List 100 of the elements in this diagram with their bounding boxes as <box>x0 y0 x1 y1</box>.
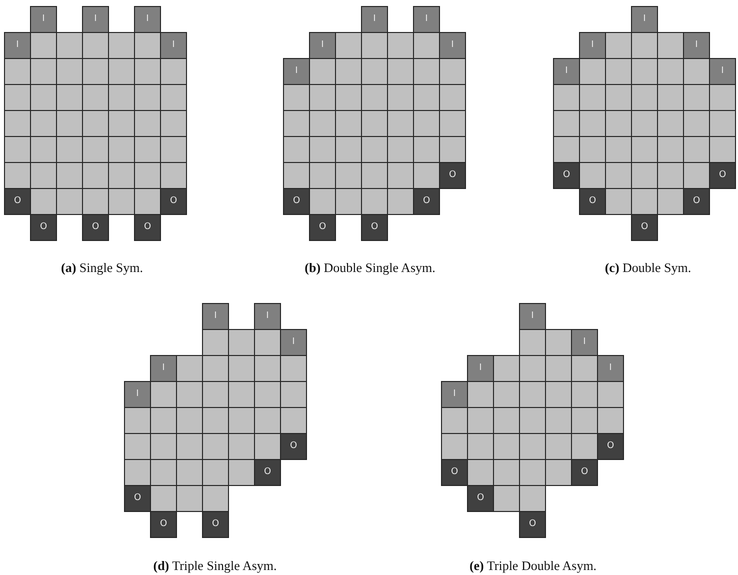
tile <box>387 32 414 59</box>
tile <box>335 136 362 163</box>
tile <box>150 459 177 486</box>
tile <box>56 136 83 163</box>
tile <box>683 162 710 189</box>
tile <box>605 188 632 215</box>
tile <box>160 136 187 163</box>
tile <box>553 84 580 111</box>
tile <box>683 110 710 137</box>
tile <box>571 381 598 408</box>
tile <box>309 162 336 189</box>
tile <box>657 32 684 59</box>
tile <box>657 110 684 137</box>
tile <box>283 136 310 163</box>
tile <box>519 329 546 356</box>
tile <box>309 84 336 111</box>
tile <box>134 162 161 189</box>
tile <box>56 84 83 111</box>
tile <box>108 136 135 163</box>
output-tile: O <box>124 485 151 512</box>
output-tile: O <box>134 214 161 241</box>
tile <box>30 58 57 85</box>
tile <box>160 110 187 137</box>
tile <box>657 84 684 111</box>
tile <box>413 32 440 59</box>
tile <box>82 162 109 189</box>
input-tile: I <box>4 32 31 59</box>
tile <box>631 110 658 137</box>
tile <box>228 355 255 382</box>
tile <box>134 58 161 85</box>
tile <box>571 355 598 382</box>
tile <box>30 110 57 137</box>
output-tile: O <box>631 214 658 241</box>
tile <box>605 32 632 59</box>
output-tile: O <box>439 162 466 189</box>
tile <box>160 58 187 85</box>
tile <box>387 110 414 137</box>
tile <box>493 355 520 382</box>
input-tile: I <box>439 32 466 59</box>
tile <box>579 58 606 85</box>
tile <box>176 459 203 486</box>
output-tile: O <box>283 188 310 215</box>
tile <box>519 355 546 382</box>
tile <box>202 433 229 460</box>
tile <box>124 459 151 486</box>
input-tile: I <box>309 32 336 59</box>
tile <box>387 58 414 85</box>
tile <box>605 136 632 163</box>
tile <box>361 162 388 189</box>
tile <box>309 110 336 137</box>
tile <box>4 110 31 137</box>
tile <box>579 110 606 137</box>
output-tile: O <box>441 459 468 486</box>
input-tile: I <box>30 6 57 33</box>
tile <box>335 32 362 59</box>
output-tile: O <box>519 511 546 538</box>
tile <box>309 58 336 85</box>
tile <box>605 110 632 137</box>
tile <box>108 84 135 111</box>
input-tile: I <box>283 58 310 85</box>
tile <box>202 329 229 356</box>
tile <box>82 84 109 111</box>
input-tile: I <box>254 303 281 330</box>
tile <box>387 162 414 189</box>
tile <box>283 110 310 137</box>
output-tile: O <box>202 511 229 538</box>
output-tile: O <box>4 188 31 215</box>
tile <box>413 58 440 85</box>
tile <box>545 433 572 460</box>
tile <box>176 485 203 512</box>
tile <box>657 58 684 85</box>
tile <box>493 381 520 408</box>
figure-caption: (c) Double Sym. <box>604 260 692 276</box>
output-tile: O <box>280 433 307 460</box>
tile <box>254 433 281 460</box>
tile <box>709 84 736 111</box>
tile <box>108 32 135 59</box>
tile <box>545 329 572 356</box>
tile <box>254 381 281 408</box>
tile <box>493 485 520 512</box>
tile <box>150 433 177 460</box>
tile <box>439 58 466 85</box>
tile <box>387 188 414 215</box>
tile <box>202 459 229 486</box>
tile <box>571 407 598 434</box>
tile <box>124 407 151 434</box>
tile <box>597 381 624 408</box>
tile <box>683 58 710 85</box>
output-tile: O <box>413 188 440 215</box>
tile <box>30 136 57 163</box>
tile <box>254 407 281 434</box>
tile <box>150 485 177 512</box>
tile <box>280 355 307 382</box>
output-tile: O <box>709 162 736 189</box>
tile <box>134 84 161 111</box>
tile <box>176 381 203 408</box>
tile <box>413 84 440 111</box>
tile <box>108 58 135 85</box>
tile <box>150 381 177 408</box>
input-tile: I <box>709 58 736 85</box>
